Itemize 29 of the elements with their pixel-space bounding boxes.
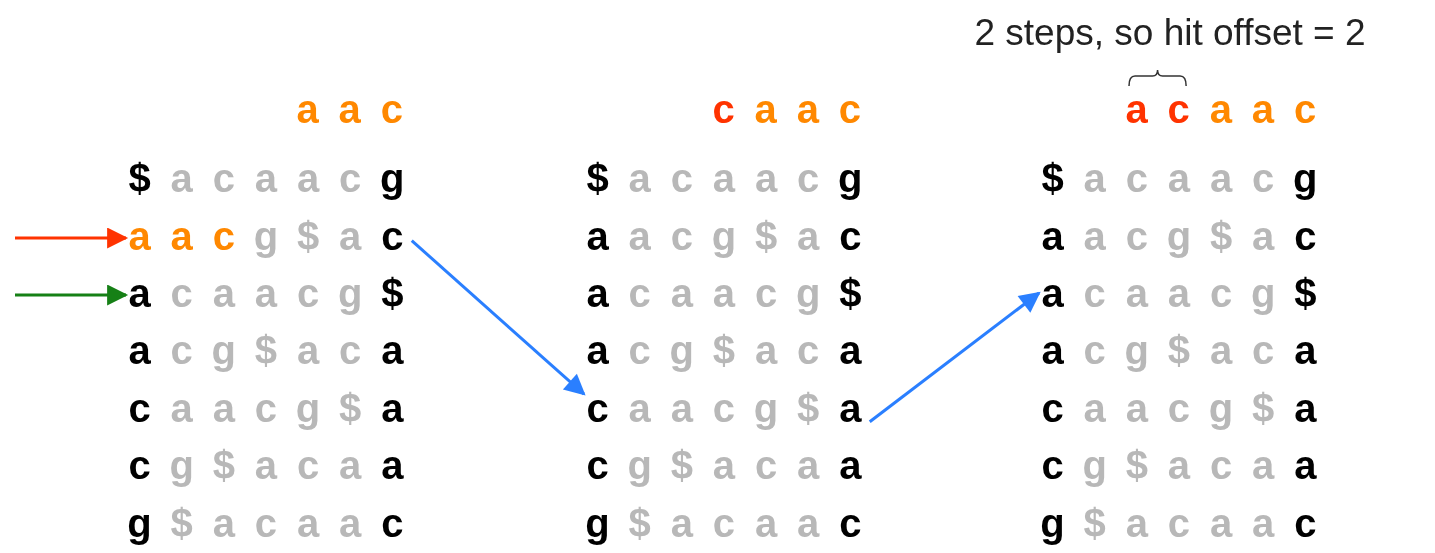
matrix-row: c a a c g $ a	[582, 385, 866, 431]
matrix-row: c a a c g $ a	[1037, 385, 1321, 431]
matrix-row: a c a a c g $	[1037, 270, 1321, 316]
matrix-row: $ a c a a c g	[124, 155, 408, 201]
matrix-row: c g $ a c a a	[1037, 442, 1321, 488]
matrix-row: c a a c g $ a	[124, 385, 408, 431]
matrix-row: a a c g $ a c	[124, 213, 408, 259]
matrix-row: c g $ a c a a	[582, 442, 866, 488]
matrix-row: $ a c a a c g	[582, 155, 866, 201]
search-pattern: a c a a c	[1124, 86, 1318, 132]
matrix-row: a c g $ a c a	[124, 327, 408, 373]
matrix-row: a c a a c g $	[124, 270, 408, 316]
matrix-row: a a c g $ a c	[1037, 213, 1321, 259]
arrow	[410, 239, 586, 396]
annotation-text: 2 steps, so hit offset = 2	[973, 12, 1367, 54]
search-pattern: a a c	[295, 86, 404, 132]
matrix-row: g $ a c a a c	[582, 500, 866, 546]
search-pattern: c a a c	[711, 86, 862, 132]
matrix-row: c g $ a c a a	[124, 442, 408, 488]
matrix-row: a a c g $ a c	[582, 213, 866, 259]
arrow	[15, 284, 129, 306]
matrix-row: a c g $ a c a	[1037, 327, 1321, 373]
arrow	[15, 227, 129, 249]
arrow	[868, 291, 1041, 423]
matrix-row: g $ a c a a c	[124, 500, 408, 546]
matrix-row: a c a a c g $	[582, 270, 866, 316]
matrix-row: $ a c a a c g	[1037, 155, 1321, 201]
matrix-row: g $ a c a a c	[1037, 500, 1321, 546]
matrix-row: a c g $ a c a	[582, 327, 866, 373]
